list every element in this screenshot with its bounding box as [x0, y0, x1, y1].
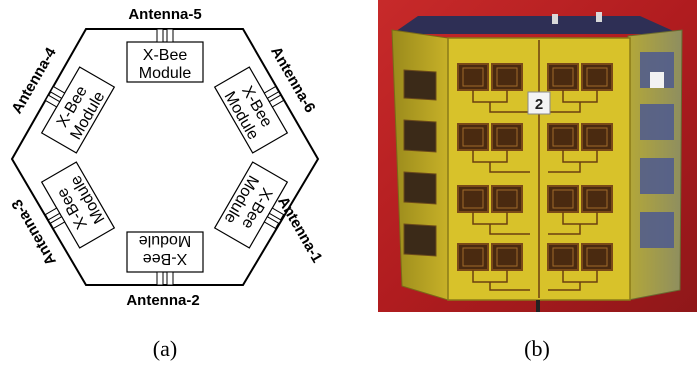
caption-b: (b) — [524, 336, 550, 361]
right-panel-number-tag — [650, 72, 664, 88]
antenna-2-label: Antenna-2 — [126, 292, 199, 309]
antenna-1-label: Antenna-1 — [274, 194, 325, 266]
antenna-4-label: Antenna-4 — [8, 44, 60, 117]
antenna-5-label: Antenna-5 — [128, 6, 201, 23]
module-label-line1: X-Bee — [143, 250, 188, 267]
xbee-module-lower-right: X-Bee Module — [213, 161, 289, 249]
xbee-module-lower-left: X-Bee Module — [40, 161, 116, 249]
module-label-line2: Module — [139, 232, 192, 249]
xbee-module-bottom: X-Bee Module — [126, 231, 204, 286]
xbee-module-top: X-Bee Module — [126, 28, 204, 83]
panel-number: 2 — [535, 96, 543, 113]
antenna-photo: 2 — [378, 0, 697, 312]
hexagon-diagram: X-Bee Module X-Bee Module X-Bee Module X… — [8, 6, 325, 309]
caption-a: (a) — [153, 336, 177, 361]
antenna-3-label: Antenna-3 — [8, 196, 59, 268]
panel-number-tag — [527, 91, 551, 115]
feed-lines — [472, 90, 598, 291]
module-label-line2: Module — [139, 65, 192, 82]
stand-pole — [536, 300, 540, 312]
dark-interior — [392, 16, 680, 34]
xbee-module-upper-left: X-Bee Module — [40, 66, 116, 154]
module-label-line1: X-Bee — [143, 47, 188, 64]
hexagon-outline — [10, 28, 320, 286]
